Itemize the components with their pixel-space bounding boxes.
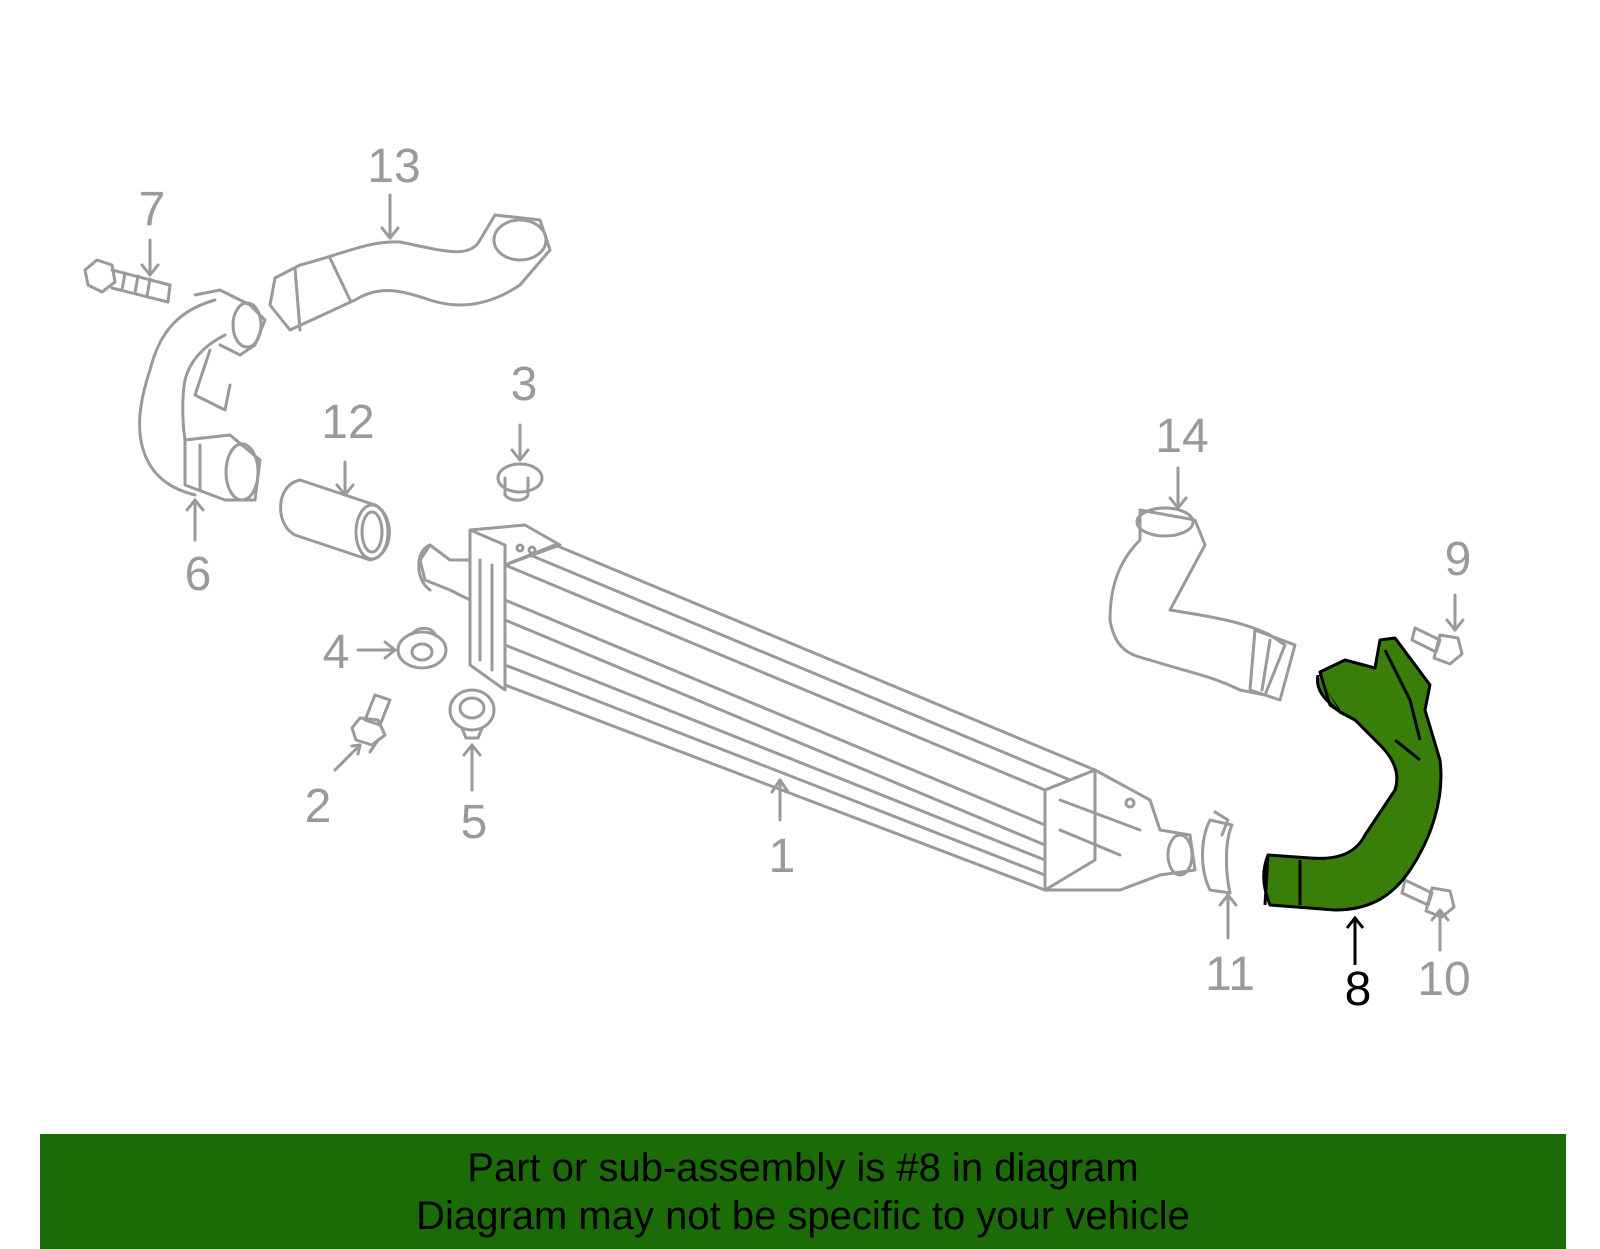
callout-5: 5 bbox=[461, 796, 488, 849]
callout-11: 11 bbox=[1205, 948, 1255, 1001]
part-12-sleeve[interactable] bbox=[279, 478, 391, 562]
part-7-bolt[interactable] bbox=[83, 258, 172, 304]
part-14-hose[interactable] bbox=[1108, 506, 1297, 702]
part-3-clip[interactable] bbox=[496, 462, 544, 502]
callout-12: 12 bbox=[321, 396, 374, 449]
parts-diagram: 1 2 3 4 5 6 7 8 9 10 11 12 13 14 bbox=[83, 140, 1472, 1016]
callout-4: 4 bbox=[323, 626, 350, 679]
callout-2: 2 bbox=[305, 780, 332, 833]
callout-3: 3 bbox=[511, 358, 538, 411]
caption-line-1: Part or sub-assembly is #8 in diagram bbox=[467, 1146, 1139, 1190]
callout-8: 8 bbox=[1345, 963, 1372, 1016]
callout-7: 7 bbox=[139, 183, 166, 236]
part-10-bolt[interactable] bbox=[1400, 878, 1456, 919]
callout-10: 10 bbox=[1417, 953, 1470, 1006]
caption-banner: Part or sub-assembly is #8 in diagram Di… bbox=[40, 1134, 1566, 1249]
part-11-clamp[interactable] bbox=[1201, 810, 1234, 895]
part-2-bolt[interactable] bbox=[350, 693, 392, 754]
callout-13: 13 bbox=[367, 140, 420, 193]
leader-line-8 bbox=[1345, 915, 1365, 965]
part-13-hose[interactable] bbox=[268, 213, 552, 332]
callout-labels: 1 2 3 4 5 6 7 8 9 10 11 12 13 14 bbox=[139, 140, 1472, 1016]
callout-9: 9 bbox=[1445, 533, 1472, 586]
part-5-grommet[interactable] bbox=[448, 688, 496, 740]
callout-14: 14 bbox=[1155, 410, 1208, 463]
part-6-hose[interactable] bbox=[138, 288, 267, 502]
callout-1: 1 bbox=[769, 830, 796, 883]
caption-line-2: Diagram may not be specific to your vehi… bbox=[416, 1194, 1190, 1238]
part-8-hose-highlighted[interactable] bbox=[1262, 636, 1443, 912]
leader-lines bbox=[140, 193, 1465, 952]
part-9-bolt[interactable] bbox=[1410, 626, 1464, 666]
part-1-intercooler[interactable] bbox=[417, 523, 1197, 892]
callout-6: 6 bbox=[185, 548, 212, 601]
part-4-grommet[interactable] bbox=[396, 626, 448, 670]
